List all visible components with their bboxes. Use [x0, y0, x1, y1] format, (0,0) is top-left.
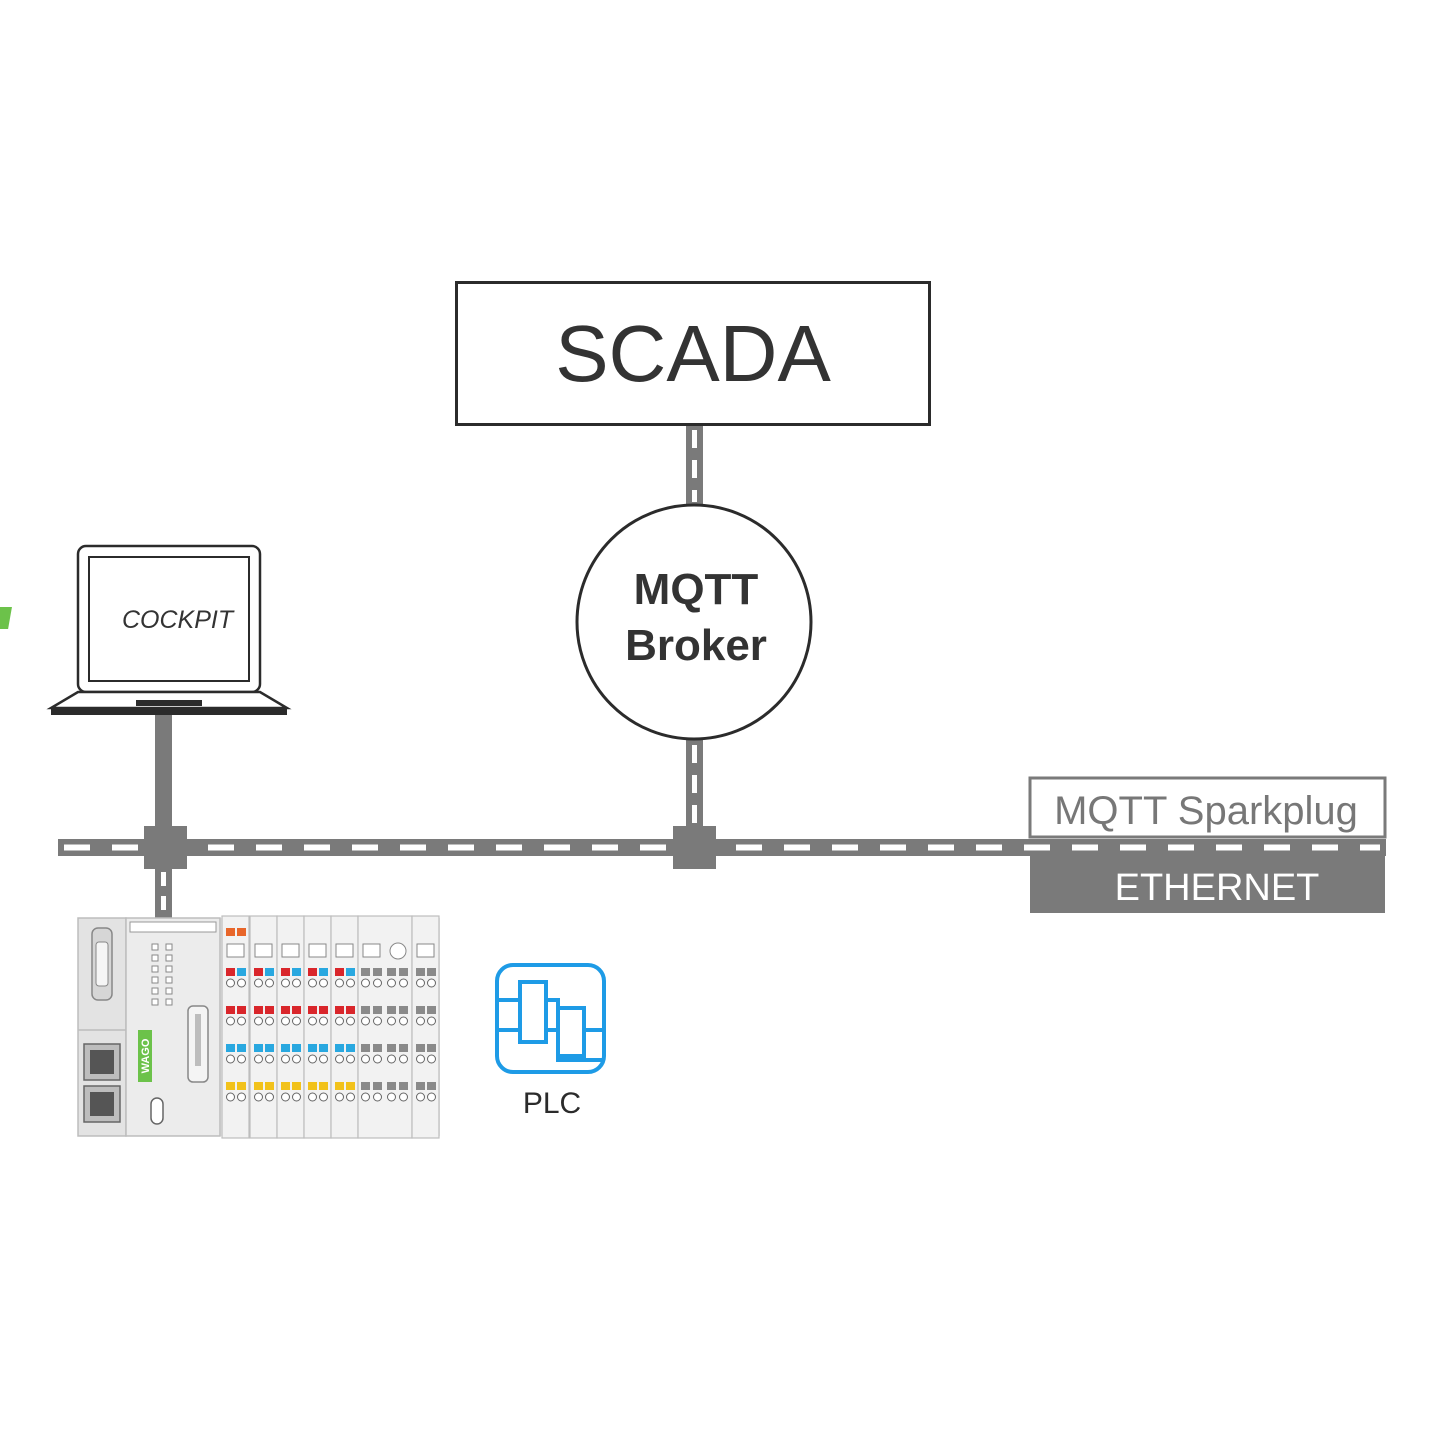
- laptop-junction: [144, 826, 187, 869]
- ethernet-bus: [58, 839, 1386, 856]
- mqtt-broker-node: MQTT Broker: [575, 503, 813, 741]
- io-module: [303, 915, 332, 1139]
- scada-label: SCADA: [555, 309, 831, 398]
- ethernet-label: ETHERNET: [1115, 867, 1320, 909]
- io-modules: [221, 915, 440, 1139]
- io-module: [411, 915, 440, 1139]
- broker-junction: [673, 826, 716, 869]
- io-module: [221, 915, 250, 1139]
- broker-bus-link: [673, 740, 716, 869]
- scada-box: SCADA: [455, 281, 931, 426]
- io-module: [276, 915, 305, 1139]
- io-module: [249, 915, 278, 1139]
- mqtt-sparkplug-label: MQTT Sparkplug: [1054, 789, 1358, 833]
- broker-label-line2: Broker: [625, 621, 767, 670]
- plc-bus-link: [155, 868, 172, 918]
- plc-controller-icon: WAGO: [77, 915, 440, 1139]
- laptop-icon: e! COCKPIT: [0, 544, 292, 715]
- io-module: [357, 915, 413, 1139]
- wago-logo: WAGO: [138, 1030, 152, 1082]
- ethernet-label-box: ETHERNET: [1030, 856, 1385, 913]
- plc-ladder-icon: PLC: [495, 963, 606, 1120]
- protocol-label-box: MQTT Sparkplug: [1028, 776, 1387, 839]
- wago-logo-text: WAGO: [140, 1038, 152, 1073]
- io-module: [330, 915, 359, 1139]
- plc-label: PLC: [523, 1087, 581, 1120]
- cockpit-brand-mark: e!: [104, 610, 122, 632]
- laptop-bus-link: [144, 714, 187, 869]
- cockpit-screen-text: COCKPIT: [122, 606, 235, 634]
- scada-broker-link: [686, 425, 703, 505]
- io-module-status-leds: [226, 928, 246, 936]
- broker-label-line1: MQTT: [634, 565, 759, 614]
- cockpit-logo: e! COCKPIT: [0, 606, 235, 634]
